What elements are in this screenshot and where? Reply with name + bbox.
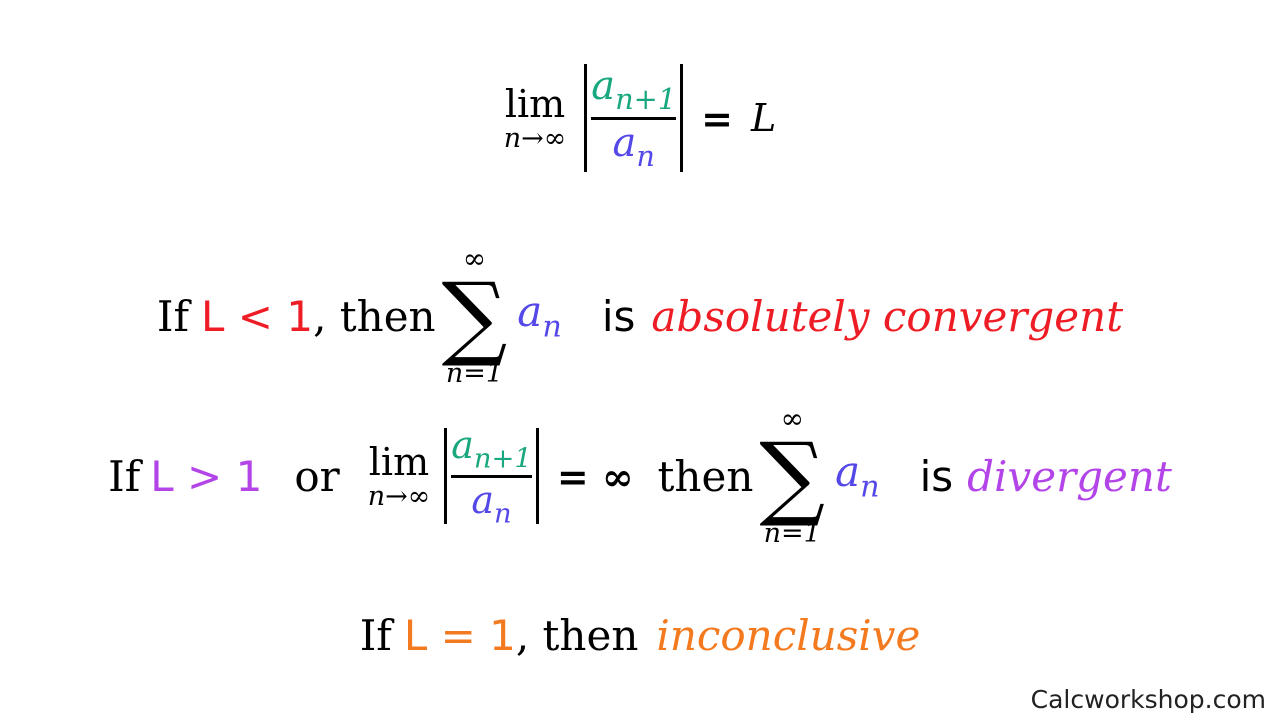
limit-operator: lim n→∞: [368, 443, 431, 510]
sigma-icon: ∑: [441, 262, 508, 370]
sum-upper-limit: ∞: [780, 401, 804, 435]
absolute-value-right-bar: [535, 428, 539, 524]
then-word: then: [657, 451, 754, 501]
equals-sign: =: [701, 95, 733, 141]
summation: ∞ ∑ n=1: [759, 401, 826, 550]
summation: ∞ ∑ n=1: [441, 241, 508, 390]
divergent-condition: L > 1: [150, 451, 263, 501]
convergent-condition: L < 1: [201, 291, 314, 341]
limit-word: lim: [504, 81, 566, 126]
divergent-verdict: divergent: [967, 451, 1172, 501]
absolute-value-right-bar: [680, 64, 684, 172]
divergent-case: If L > 1 or lim n→∞ an+1 an = ∞ then ∞ ∑…: [0, 396, 1280, 556]
ratio-fraction: an+1 an: [451, 423, 532, 529]
if-word: If: [359, 610, 392, 660]
fraction-numerator: an+1: [451, 422, 532, 475]
sigma-icon: ∑: [759, 422, 826, 530]
limit-subscript: n→∞: [503, 122, 567, 154]
limit-operator: lim n→∞: [504, 85, 567, 152]
absolute-value-left-bar: [584, 64, 588, 172]
limit-word: lim: [368, 439, 430, 484]
inconclusive-verdict: inconclusive: [656, 610, 921, 660]
convergent-case: If L < 1 , then ∞ ∑ n=1 an is absolutely…: [0, 236, 1280, 396]
fraction-denominator: an: [612, 119, 655, 173]
fraction-denominator: an: [471, 477, 512, 530]
fraction-numerator: an+1: [591, 63, 677, 117]
limit-result: L: [750, 96, 777, 140]
limit-subscript: n→∞: [367, 480, 431, 512]
or-word: or: [294, 451, 340, 501]
ratio-fraction: an+1 an: [591, 63, 677, 173]
inconclusive-condition: L = 1: [403, 610, 516, 660]
if-word: If: [108, 451, 141, 501]
fraction-bar: [451, 474, 532, 478]
equals-infinity: = ∞: [556, 453, 634, 499]
then-word: , then: [515, 610, 639, 660]
then-word: , then: [313, 291, 436, 341]
ratio-test-formula: lim n→∞ an+1 an = L: [0, 58, 1280, 178]
watermark: Calcworkshop.com: [1030, 685, 1266, 714]
absolute-value-left-bar: [444, 428, 448, 524]
is-word: is: [601, 291, 636, 341]
is-word: is: [919, 451, 954, 501]
inconclusive-case: If L = 1 , then inconclusive: [0, 600, 1280, 670]
sum-upper-limit: ∞: [462, 241, 487, 275]
fraction-bar: [591, 116, 677, 120]
sum-term: an: [835, 447, 880, 505]
sum-lower-limit: n=1: [445, 358, 504, 390]
convergent-verdict: absolutely convergent: [651, 291, 1124, 341]
sum-lower-limit: n=1: [763, 518, 821, 550]
if-word: If: [156, 291, 190, 341]
sum-term: an: [517, 287, 562, 345]
